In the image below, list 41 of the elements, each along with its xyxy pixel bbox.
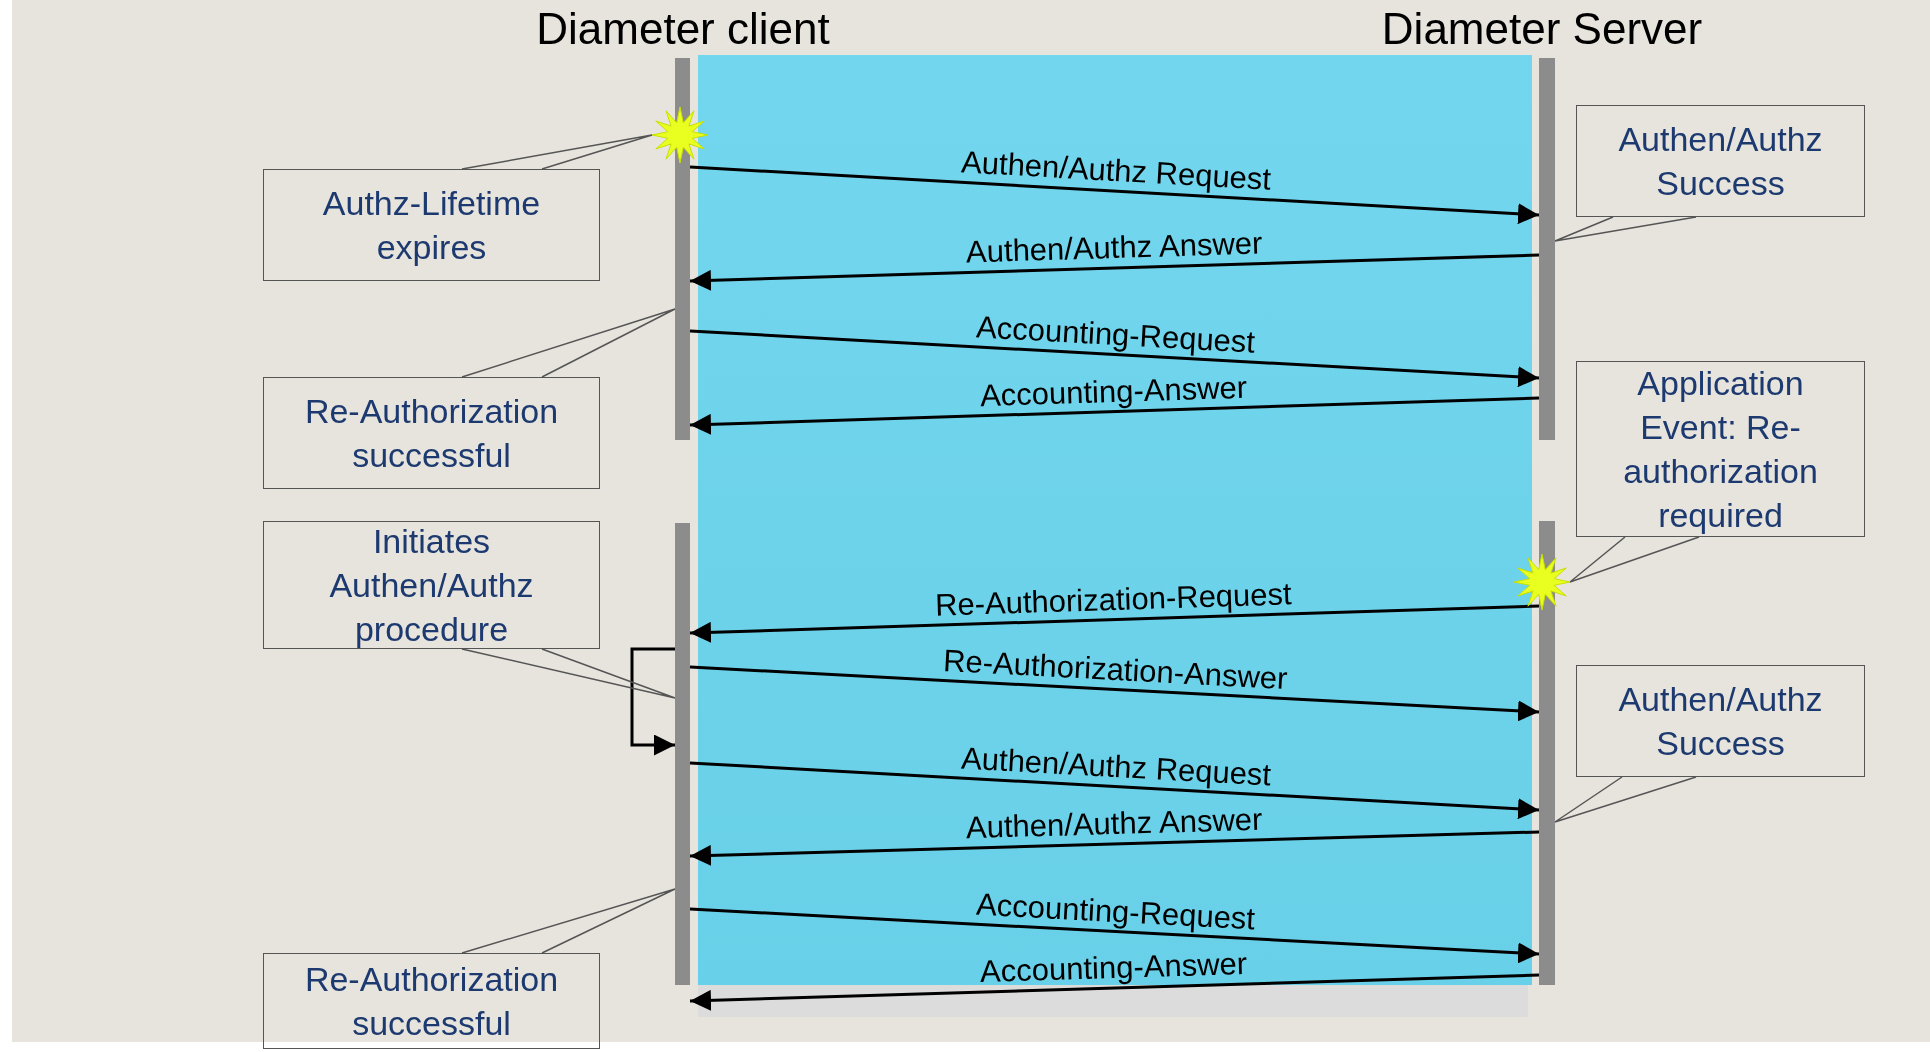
lifeline-label: Diameter Server	[1381, 4, 1703, 54]
starburst-icon	[652, 107, 708, 163]
callout-box: Re-Authorization successful	[263, 953, 600, 1049]
message-arrow	[689, 830, 1540, 866]
starburst-icon	[1514, 554, 1570, 610]
leader-line	[461, 134, 653, 170]
leader-line	[1554, 776, 1697, 823]
callout-box: Re-Authorization successful	[263, 377, 600, 489]
message-arrow	[689, 761, 1540, 820]
edge-label: Accounting-Answer	[979, 945, 1248, 991]
edge-label: Re-Authorization-Answer	[942, 642, 1289, 697]
callout-box: Authen/Authz Success	[1576, 105, 1865, 217]
message-arrow	[689, 165, 1540, 225]
message-arrow	[689, 907, 1540, 964]
callout-box: Authen/Authz Success	[1576, 665, 1865, 777]
leader-line	[1569, 536, 1700, 583]
message-arrow	[689, 665, 1540, 722]
callout-box: Authz-Lifetime expires	[263, 169, 600, 281]
leader-line	[461, 888, 676, 954]
message-arrow	[689, 329, 1540, 388]
edge-label: Accounting-Request	[975, 308, 1257, 361]
callout-box: Initiates Authen/Authz procedure	[263, 521, 600, 649]
message-arrow	[689, 973, 1540, 1011]
loop-arrow	[630, 647, 675, 756]
message-arrow	[689, 396, 1540, 435]
message-arrow	[689, 253, 1540, 291]
message-arrow	[689, 604, 1540, 643]
leader-line	[461, 308, 676, 378]
edge-label: Re-Authorization-Request	[934, 575, 1293, 624]
activation-bar	[1539, 521, 1555, 985]
callout-box: Application Event: Re-authorization required	[1576, 361, 1865, 537]
edge-label: Authen/Authz Request	[959, 144, 1272, 198]
edge-label: Accounting-Request	[975, 886, 1256, 937]
edge-label: Authen/Authz Answer	[965, 801, 1263, 847]
leader-line	[461, 648, 676, 699]
leader-line	[1554, 216, 1697, 242]
edge-label: Accounting-Answer	[979, 369, 1248, 414]
lifeline-label: Diameter client	[536, 4, 830, 54]
activation-bar	[675, 523, 690, 985]
edge-label: Authen/Authz Answer	[965, 225, 1263, 271]
edge-label: Authen/Authz Request	[959, 739, 1272, 794]
